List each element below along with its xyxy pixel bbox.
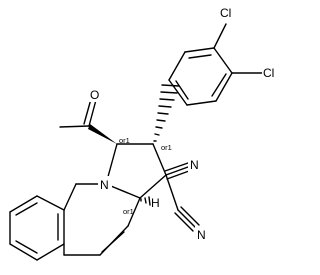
methyl-bond bbox=[59, 125, 90, 128]
acetyl-group bbox=[59, 98, 117, 144]
ring-bond bbox=[184, 47, 215, 53]
hashed-wedge-aryl bbox=[153, 84, 180, 142]
nitrile-carbon-bond bbox=[165, 174, 179, 211]
label-bg bbox=[188, 157, 202, 173]
nitrile-triple-bond bbox=[166, 170, 190, 180]
hash-line bbox=[144, 197, 147, 204]
ring-double-bond bbox=[15, 202, 38, 216]
hash-line bbox=[159, 98, 175, 101]
nitrile-triple-bond bbox=[180, 206, 200, 226]
hash-line bbox=[160, 91, 178, 94]
ring-bond bbox=[9, 243, 38, 261]
ring-bond bbox=[186, 100, 217, 106]
hash-line bbox=[155, 126, 163, 129]
ring-double-bond bbox=[175, 80, 189, 100]
nitrile-triple-bond bbox=[164, 162, 189, 172]
hash-line bbox=[161, 84, 180, 87]
nitrile-triple-bond bbox=[165, 166, 189, 176]
ring-double-bond bbox=[101, 231, 125, 253]
c-cl-bond bbox=[213, 23, 227, 49]
ring-bond bbox=[215, 72, 233, 102]
ring-bond bbox=[63, 183, 77, 211]
chemical-structure-diagram: Cl Cl O N H N N or1 or1 or1 bbox=[9, 4, 286, 261]
ring-bond bbox=[127, 197, 141, 227]
ring-bond bbox=[168, 79, 188, 106]
label-bg bbox=[262, 64, 286, 80]
quinoline-system bbox=[9, 183, 141, 261]
ring-bond bbox=[152, 143, 167, 176]
dichlorophenyl-ring bbox=[168, 23, 263, 106]
label-bg bbox=[98, 176, 112, 192]
hash-line bbox=[157, 112, 169, 115]
ring-bond bbox=[36, 195, 65, 211]
chlorine-atom-top: Cl bbox=[220, 6, 231, 20]
hydrogen-atom: H bbox=[151, 196, 160, 210]
nitrogen-atom: N bbox=[100, 178, 109, 192]
chlorine-atom-right: Cl bbox=[263, 66, 274, 80]
ring-double-bond bbox=[188, 54, 212, 59]
ring-bond bbox=[36, 243, 65, 261]
ring-double-bond bbox=[211, 73, 227, 97]
nitrile-nitrogen-2: N bbox=[197, 228, 206, 242]
ring-bond bbox=[213, 47, 233, 74]
label-bg bbox=[219, 4, 245, 20]
bold-wedge-acetyl bbox=[88, 124, 117, 144]
carbonyl-double-bond bbox=[83, 98, 92, 125]
label-bg bbox=[89, 86, 103, 102]
nitrile-triple-bond bbox=[174, 212, 194, 232]
ring-double-bond bbox=[15, 240, 38, 254]
hash-line bbox=[154, 133, 160, 136]
stereo-label-c2: or1 bbox=[161, 143, 172, 152]
hash-line bbox=[158, 105, 172, 108]
nitrile-nitrogen-1: N bbox=[190, 158, 199, 172]
pyrrolidine-ring bbox=[105, 143, 167, 199]
stereo-label-c1: or1 bbox=[119, 136, 130, 145]
hashed-wedge-h bbox=[140, 196, 151, 206]
hash-line bbox=[156, 119, 166, 122]
ring-bond bbox=[139, 174, 167, 199]
oxygen-atom: O bbox=[90, 88, 99, 102]
molecule-drawing: Cl Cl O N H N N or1 or1 or1 bbox=[9, 4, 286, 261]
hash-line bbox=[148, 196, 151, 206]
nitrile-groups bbox=[164, 162, 200, 232]
ring-bond bbox=[9, 195, 38, 213]
ring-bond bbox=[168, 51, 186, 81]
stereo-label-c3a: or1 bbox=[123, 207, 134, 216]
carbonyl-bond bbox=[88, 99, 97, 127]
nitrile-triple-bond bbox=[177, 209, 197, 229]
label-bg bbox=[195, 226, 209, 242]
